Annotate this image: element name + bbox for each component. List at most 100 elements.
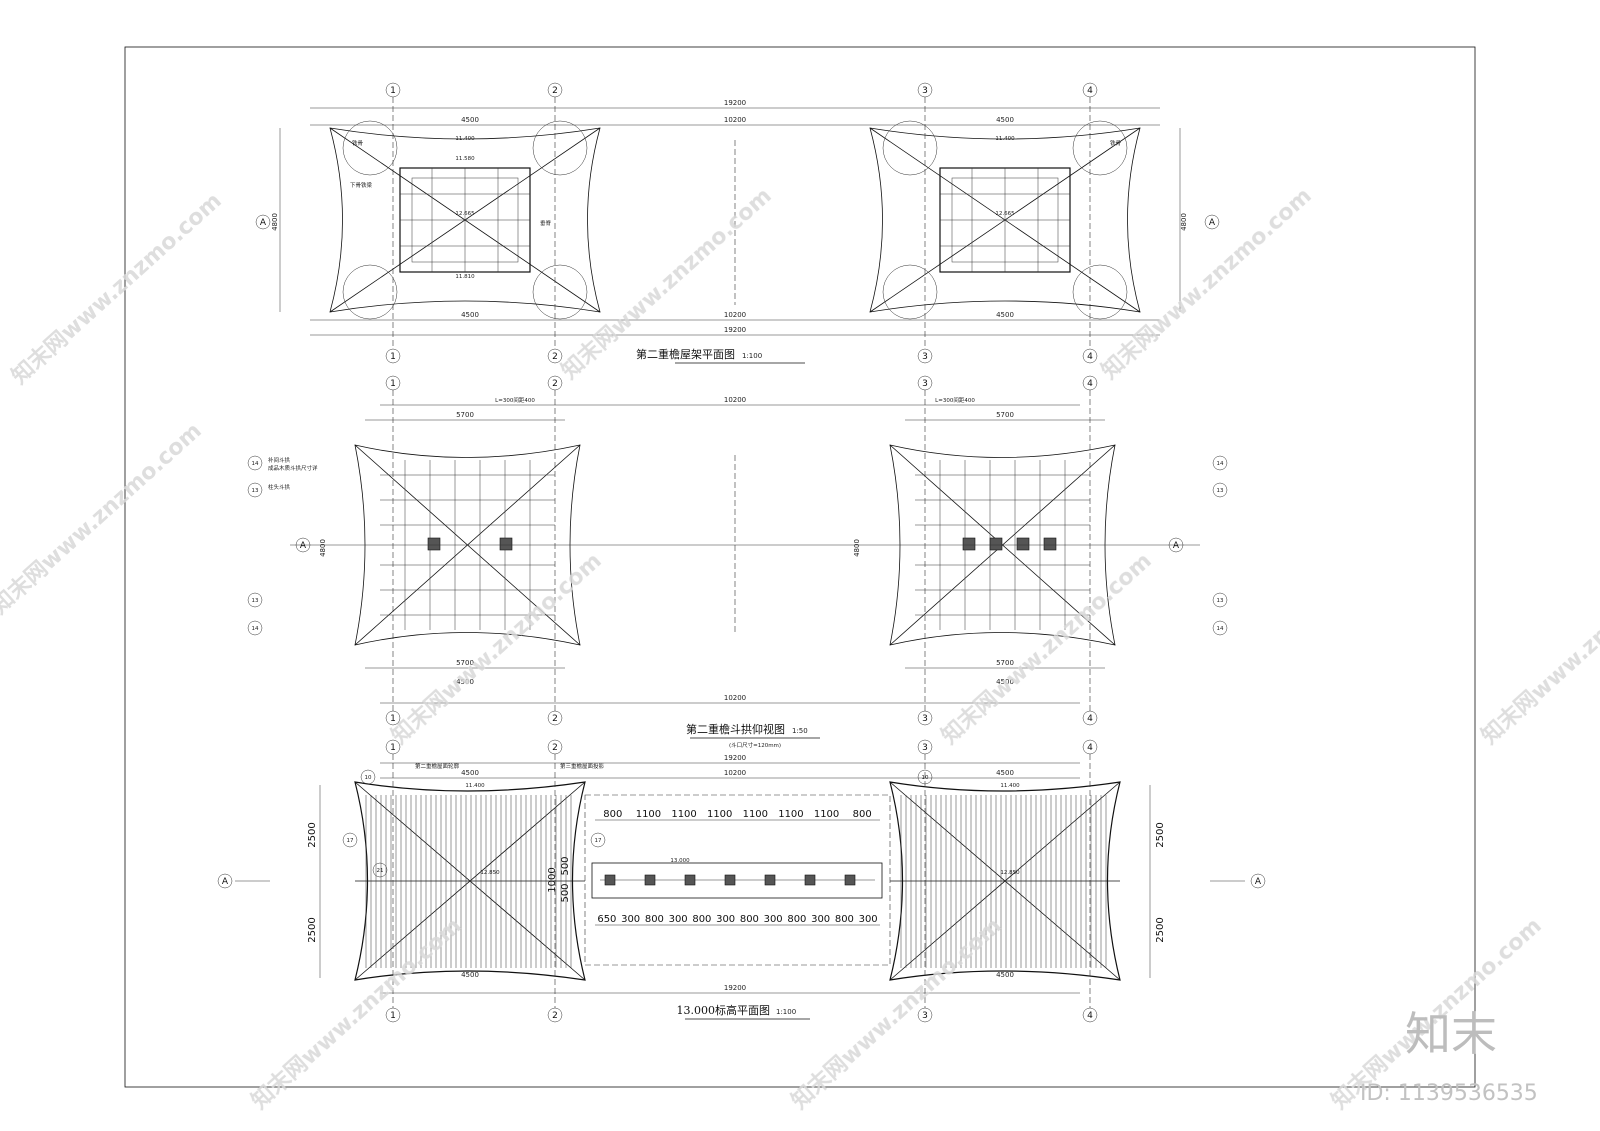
axis-marker-number: 1: [390, 1011, 396, 1021]
plan2-bay-right: 4500: [996, 678, 1014, 686]
plan3-depth-top-left: 2500: [307, 822, 318, 847]
plan-elevation-13000: 19200 10200 19200 4500 4500 4500 4500: [235, 754, 1245, 1020]
watermark-text-7: 知末网www.znzmo.com: [1477, 548, 1600, 750]
plan1-right-pavilion: 11.400 12.665 铁骨: [869, 120, 1141, 320]
axis-marker-number: 3: [922, 379, 928, 389]
plan3-top-dim-label: 1100: [778, 809, 803, 820]
watermark-text-3: 知末网www.znzmo.com: [1097, 183, 1317, 385]
plan1-r-label-tie: 铁骨: [1110, 139, 1122, 147]
axis-marker-number: 4: [1087, 379, 1093, 389]
plan3-top-dim-label: 800: [603, 809, 622, 820]
plan3-top-dim-label: 1100: [671, 809, 696, 820]
plan2-callout-13b: 13: [252, 598, 259, 604]
plan1-elev-b: 11.580: [455, 156, 475, 162]
plan2-r-callout-14b: 14: [1217, 626, 1224, 632]
plan1-title: 第二重檐屋架平面图: [636, 347, 735, 361]
axis-marker-number: 2: [552, 379, 558, 389]
plan3-elev-right: 12.850: [1000, 870, 1020, 876]
plan2-note-a: 补间斗拱: [268, 456, 291, 464]
plan2-title: 第二重檐斗拱仰视图: [686, 722, 785, 736]
axis-marker-number: 2: [552, 714, 558, 724]
plan2-span-left: 5700: [456, 411, 474, 419]
plan3-bottom-dim-label: 300: [669, 914, 688, 925]
plan2-span-right-b: 5700: [996, 659, 1014, 667]
axis-marker-circle: [217, 873, 233, 889]
plan2-callout-14b: 14: [252, 626, 259, 632]
axis-marker-number: 1: [390, 86, 396, 96]
ridge-post: [604, 874, 616, 886]
image-id: ID: 1139536535: [1360, 1081, 1538, 1106]
plan1-label-ridge: 垂脊: [540, 219, 552, 227]
plan3-callout-17a: 17: [347, 838, 354, 844]
plan3-callout-17b: 17: [595, 838, 602, 844]
plan1-elev-a: 11.400: [455, 136, 475, 142]
plan3-scale: 1:100: [776, 1008, 796, 1016]
plan3-depth-top-right: 2500: [1155, 822, 1166, 847]
plan3-vdim-c: 500: [560, 883, 571, 902]
axis-marker-circle: [255, 214, 271, 230]
plan2-span-note: L=300间距400: [495, 396, 535, 404]
plan3-inner-dim: 10200: [724, 769, 746, 777]
axis-marker-circle: [385, 348, 401, 364]
watermark-text-9: 知末网www.znzmo.com: [787, 913, 1007, 1115]
plan1-bay-dim-left-b: 4500: [461, 311, 479, 319]
plan3-bottom-dim-label: 800: [740, 914, 759, 925]
plan3-top-dim-label: 1100: [814, 809, 839, 820]
plan1-left-pavilion: 11.400 11.580 12.665 11.810 铁骨 垂脊 下骨铁梁: [329, 120, 601, 320]
axis-marker-circle: [1250, 873, 1266, 889]
plan1-scale: 1:100: [742, 352, 762, 360]
plan1-elev-d: 12.665: [455, 211, 475, 217]
plan1-bay-dim-left: 4500: [461, 116, 479, 124]
plan2-callout-13a: 13: [252, 488, 259, 494]
plan3-bay-right-b: 4500: [996, 971, 1014, 979]
plan3-top-dim-label: 1100: [707, 809, 732, 820]
axis-marker-number: 2: [552, 743, 558, 753]
ridge-post: [644, 874, 656, 886]
axis-marker-circle: [547, 348, 563, 364]
axis-marker-number: 4: [1087, 714, 1093, 724]
plan2-note-b: 柱头斗拱: [268, 483, 291, 491]
plan3-left-roof-tiles: [365, 795, 572, 968]
watermark-text-5: 知末网www.znzmo.com: [387, 548, 607, 750]
watermark-text-8: 知末网www.znzmo.com: [247, 913, 467, 1115]
plan2-callouts-left: 14 13 13 14 补间斗拱 成品木质斗拱尺寸详 柱头斗拱: [247, 455, 318, 636]
plan3-left-roof: [354, 781, 586, 981]
axis-marker-number: 2: [552, 86, 558, 96]
plan3-top-dim-label: 1100: [743, 809, 768, 820]
watermark-text-4: 知末网www.znzmo.com: [0, 418, 207, 620]
plan3-bottom-dim-label: 300: [811, 914, 830, 925]
plan3-title: 13.000标高平面图: [677, 1003, 771, 1017]
plan3-top-dim-label: 800: [853, 809, 872, 820]
plan3-bottom-dim-label: 300: [716, 914, 735, 925]
plan2-overall-dim: 10200: [724, 396, 746, 404]
plan3-elev-top-r: 11.400: [1000, 783, 1020, 789]
axis-marker-number: 4: [1087, 743, 1093, 753]
axis-marker-letter: A: [260, 218, 267, 228]
plan3-bottom-dim-label: 300: [764, 914, 783, 925]
plan2-span-note-r: L=300间距400: [935, 396, 975, 404]
plan2-depth-left: 4800: [319, 539, 327, 557]
plan2-r-callout-14a: 14: [1217, 461, 1224, 467]
axis-marker-number: 4: [1087, 1011, 1093, 1021]
ridge-post: [844, 874, 856, 886]
watermark-text-1: 知末网www.znzmo.com: [7, 188, 227, 390]
plan2-overall-dim-b: 10200: [724, 694, 746, 702]
plan3-elev-center: 13.000: [670, 858, 690, 864]
plan1-label-beam: 下骨铁梁: [350, 181, 373, 189]
plan3-bottom-dim-label: 800: [692, 914, 711, 925]
plan2-r-callout-13a: 13: [1217, 488, 1224, 494]
axis-marker-circle: [1082, 348, 1098, 364]
plan3-overall-dim-b: 19200: [724, 984, 746, 992]
axis-marker-number: 4: [1087, 352, 1093, 362]
axis-marker-number: 1: [390, 714, 396, 724]
plan1-r-elev-a: 11.400: [995, 136, 1015, 142]
plan2-note-c: 成品木质斗拱尺寸详: [268, 464, 318, 472]
plan2-span-left-b: 5700: [456, 659, 474, 667]
axis-marker-number: 4: [1087, 86, 1093, 96]
plan3-ridge-posts: [604, 874, 856, 886]
plan3-bottom-dim-label: 800: [835, 914, 854, 925]
plan2-r-callout-13b: 13: [1217, 598, 1224, 604]
axis-marker-circle: [1204, 214, 1220, 230]
